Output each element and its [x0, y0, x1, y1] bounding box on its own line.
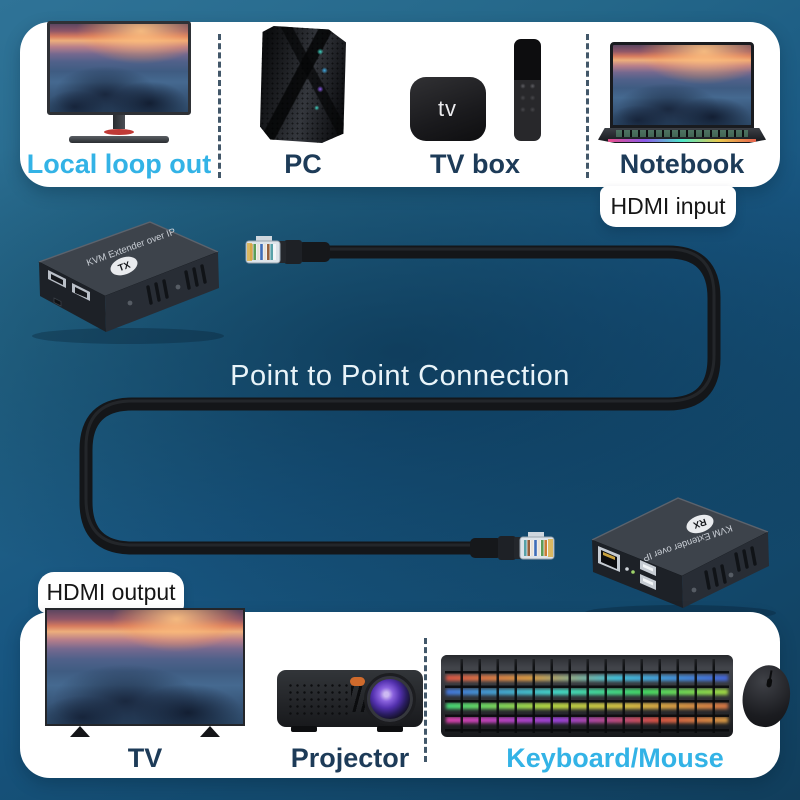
tx-badge: TX	[117, 259, 133, 274]
hdmi-input-tab: HDMI input	[600, 186, 736, 227]
hdmi-input-label: HDMI input	[610, 193, 726, 219]
projector-button	[350, 677, 365, 686]
monitor-stand	[113, 115, 125, 129]
projector-label: Projector	[290, 743, 410, 773]
remote-illustration	[513, 39, 541, 141]
local-loop-out-cell: Local loop out	[22, 21, 216, 180]
notebook-keyboard-base	[598, 128, 766, 143]
keyboard-illustration	[440, 655, 733, 737]
notebook-cell: Notebook	[582, 26, 782, 180]
notebook-illustration	[598, 42, 766, 143]
projector-illustration	[277, 670, 423, 732]
mouse-illustration	[737, 661, 795, 731]
tv-feet	[70, 726, 220, 737]
notebook-screen-image	[610, 42, 754, 128]
monitor-illustration	[47, 21, 191, 143]
divider-dashed	[218, 34, 221, 178]
top-source-panel: Local loop out PC tv TV box Notebook	[20, 21, 782, 187]
projector-cell: Projector	[260, 616, 440, 774]
monitor-base	[69, 136, 169, 143]
projector-grill	[287, 682, 349, 716]
pc-cell: PC	[228, 26, 378, 180]
notebook-label: Notebook	[619, 149, 745, 179]
divider-dashed	[586, 34, 589, 178]
tx-device-name-label: KVM Extender over IP	[85, 226, 177, 268]
tv-cell: TV	[30, 608, 260, 774]
pc-tower-illustration	[260, 26, 346, 143]
tv-box-illustration: tv	[409, 77, 486, 141]
keyboard-mouse-cell: Keyboard/Mouse	[432, 616, 798, 774]
tv-box-logo: tv	[437, 96, 458, 121]
rx-badge: RX	[691, 516, 708, 531]
monitor-stand-ring	[104, 129, 134, 135]
keyboard-mouse-label: Keyboard/Mouse	[506, 743, 724, 773]
monitor-screen-image	[47, 21, 191, 115]
rj45-connector-left	[245, 236, 330, 264]
rx-device-name-label: KVM Extender over IP	[641, 522, 733, 563]
hdmi-output-tab: HDMI output	[38, 572, 184, 613]
tv-box-cell: tv TV box	[380, 26, 570, 180]
tx-extender-illustration: KVM Extender over IP TX	[38, 221, 219, 332]
tv-illustration	[45, 608, 245, 737]
tv-box-label: TV box	[429, 149, 520, 179]
tv-screen-image	[45, 608, 245, 726]
tv-label: TV	[127, 743, 163, 773]
bottom-display-panel: TV Projector Keyboard/Mouse	[20, 608, 795, 778]
ethernet-cable	[79, 245, 721, 555]
divider-dashed	[424, 638, 427, 762]
hdmi-output-label: HDMI output	[46, 579, 176, 605]
projector-lens	[364, 672, 416, 725]
pc-label: PC	[284, 149, 322, 179]
rj45-connector-right	[470, 532, 555, 560]
rx-extender-illustration: KVM Extender over IP RX	[591, 497, 769, 608]
local-loop-out-label: Local loop out	[26, 149, 212, 179]
point-to-point-title: Point to Point Connection	[230, 360, 570, 392]
